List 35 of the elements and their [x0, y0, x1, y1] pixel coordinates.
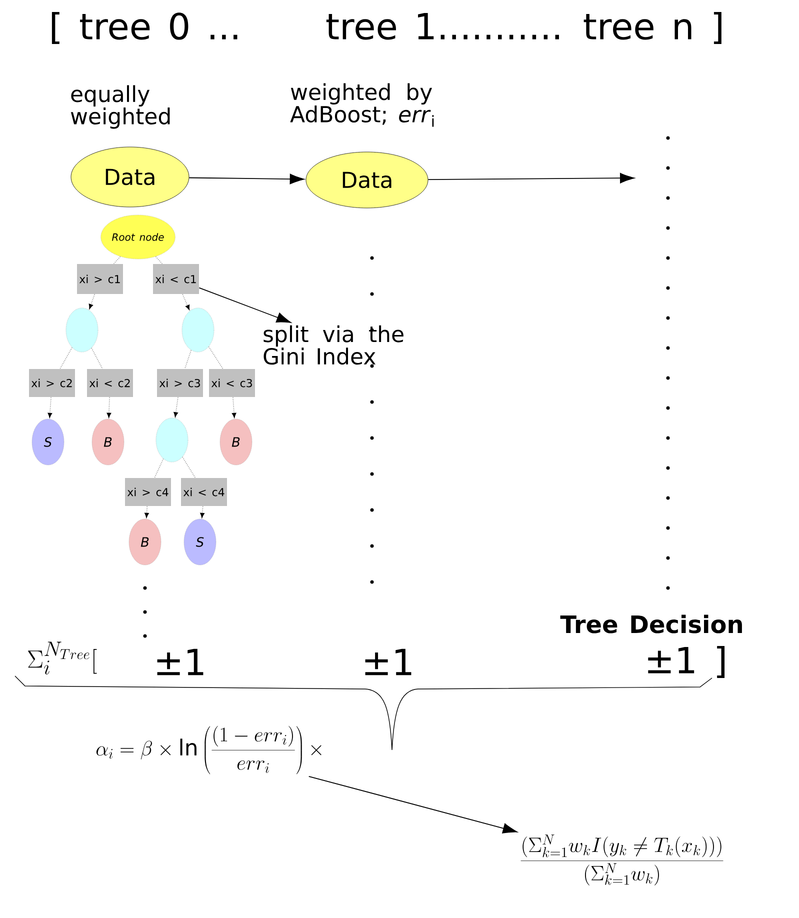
arrow	[144, 506, 149, 518]
condition-box: xi > c2	[29, 369, 75, 397]
arrow	[174, 396, 178, 418]
split-node-circle	[156, 418, 188, 462]
decision-value: ±1	[365, 648, 412, 676]
arrow	[428, 172, 634, 184]
arrow	[200, 506, 204, 518]
arrow	[48, 396, 52, 418]
condition-box: xi > c3	[157, 369, 203, 397]
title-text: tree 1........... tree n ]	[326, 12, 722, 44]
decision-value: ±1 ]	[648, 646, 725, 678]
formula: $\alpha_i=\beta\times\ln\left(\frac{(1-err_i)}{err_i}\right)\times$	[96, 726, 322, 774]
arrow	[88, 294, 96, 309]
node-caption: equally weighted	[70, 85, 170, 129]
split-node-circle	[182, 308, 214, 352]
arrow	[188, 174, 304, 184]
condition-box: xi < c3	[209, 369, 255, 397]
heading-text: Tree Decision	[560, 614, 742, 634]
arrow	[182, 294, 190, 310]
annotation-text: split via the Gini Index	[264, 325, 404, 365]
formula: $\frac{(\Sigma_{k=1}^{N} w_k I(y_k\neq T_k(x_k)))}{(\Sigma_{k=1}^{N} w_k)}$	[520, 834, 724, 886]
condition-box: xi < c4	[181, 478, 227, 506]
formula: $\Sigma_i^{N_{Tree}}[$	[28, 642, 97, 674]
split-node-circle	[66, 308, 98, 352]
condition-box: xi < c2	[87, 369, 133, 397]
condition-box: xi < c1	[153, 264, 199, 294]
arrow	[232, 396, 236, 418]
title-text: [ tree 0 ...	[52, 12, 238, 44]
arrow	[106, 396, 112, 418]
decision-value: ±1	[157, 648, 204, 676]
condition-box: xi > c4	[125, 478, 171, 506]
arrow	[308, 776, 518, 834]
arrow	[198, 287, 291, 323]
condition-box: xi > c1	[77, 264, 123, 294]
node-caption: weighted by AdBoost; err$_{i}$	[290, 83, 434, 127]
